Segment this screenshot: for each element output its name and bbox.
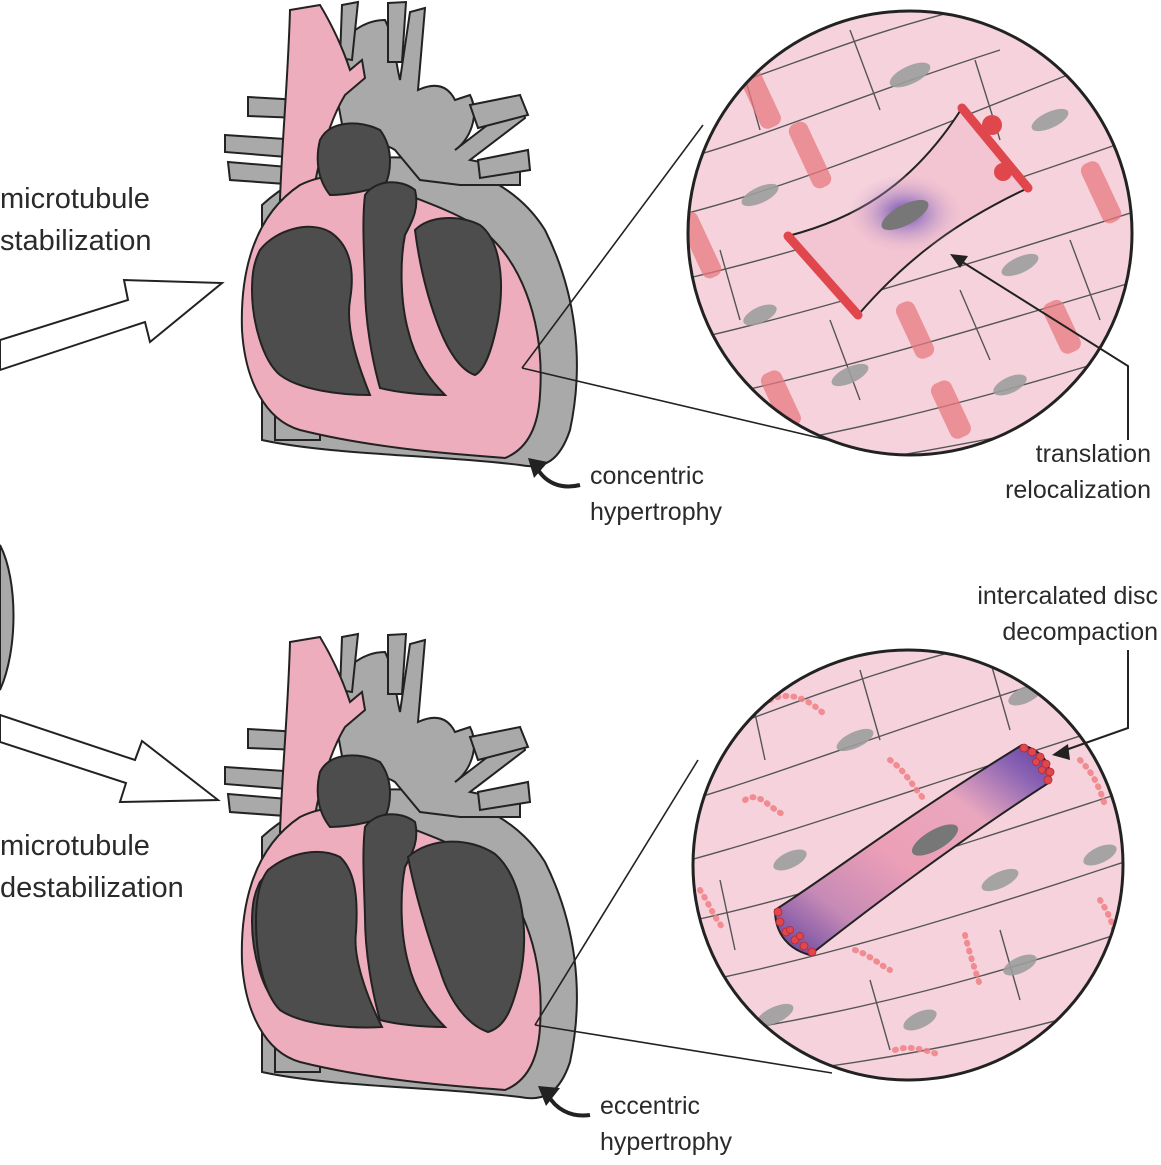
top-stimulus-line1: microtubule [0,183,150,215]
top-stimulus-label: microtubule stabilization [0,178,152,262]
bottom-cell-label-line2: decompaction [1002,618,1158,646]
top-panel [0,1,1134,489]
bottom-stimulus-arrow [0,713,221,804]
bottom-panel [0,633,1129,1118]
bottom-tissue-circle [691,648,1125,1082]
top-zoom-lines [521,124,829,441]
bottom-cell-nucleus [911,824,959,856]
top-heart-label-line1: concentric [590,462,704,490]
bottom-stimulus-label: microtubule destabilization [0,825,184,909]
top-heart-label: concentric hypertrophy [590,458,722,530]
bottom-stimulus-line2: destabilization [0,872,184,904]
top-heart-curved-arrow [535,466,581,489]
bottom-heart-label-line2: hypertrophy [600,1128,733,1156]
top-heart-curved-arrow-head [528,458,548,478]
bottom-cell-label: intercalated disc decompaction [977,578,1158,650]
bottom-zoom-lines [534,759,833,1074]
bottom-cell-label-line1: intercalated disc [977,582,1158,610]
top-cell-pointer [955,257,1129,440]
top-cell-pointer-head [950,254,968,268]
top-cell-label-line2: relocalization [1005,476,1151,504]
bottom-cell-pointer [1059,650,1129,753]
top-stimulus-line2: stabilization [0,225,152,257]
top-stimulus-arrow [0,278,225,372]
bottom-heart-label-line1: eccentric [600,1092,701,1120]
top-heart-diagram [224,1,578,468]
top-cell-label: translation relocalization [1005,436,1151,508]
top-heart-label-line2: hypertrophy [590,498,723,526]
bottom-stimulus-line1: microtubule [0,830,150,862]
top-highlighted-cardiomyocyte [783,103,1033,320]
bottom-heart-curved-arrow-head [538,1086,560,1106]
top-tissue-circle [686,9,1134,457]
left-edge-organ-fragment [0,544,15,691]
bottom-heart-label: eccentric hypertrophy [600,1088,732,1160]
bottom-heart-diagram [224,633,578,1100]
top-cell-label-line1: translation [1035,440,1151,468]
bottom-cell-pointer-head [1052,744,1070,760]
bottom-heart-curved-arrow [546,1093,591,1118]
top-cell-nucleus [881,199,929,231]
bottom-highlighted-cardiomyocyte [773,743,1055,957]
